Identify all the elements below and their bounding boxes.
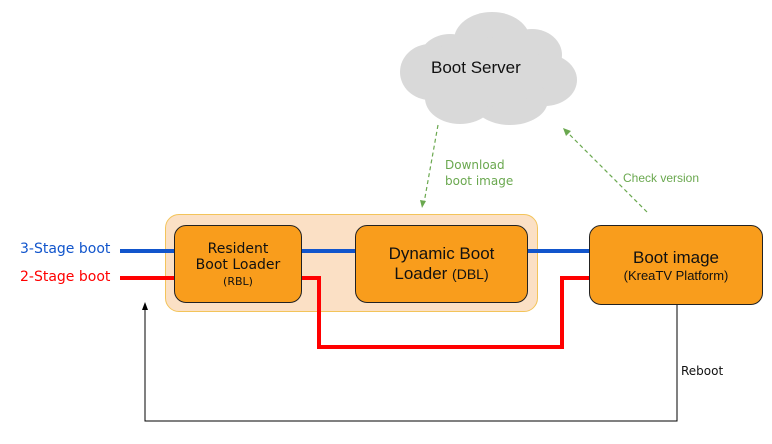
three-stage-label: 3-Stage boot <box>20 241 111 257</box>
dbl-box: Dynamic Boot Loader (DBL) <box>355 225 528 303</box>
dbl-line2-text: Loader <box>394 264 448 283</box>
rbl-box: Resident Boot Loader (RBL) <box>174 225 302 303</box>
rbl-line1: Resident <box>207 240 269 257</box>
check-version-arrow <box>567 132 648 213</box>
cloud-shape <box>400 12 577 125</box>
dbl-line1: Dynamic Boot <box>388 244 495 263</box>
reboot-arrowhead <box>142 302 148 310</box>
download-arrowhead <box>420 200 426 208</box>
boot-image-box: Boot image (KreaTV Platform) <box>589 225 763 305</box>
reboot-label: Reboot <box>681 364 724 378</box>
download-line1: Download <box>445 158 505 172</box>
two-stage-bypass-path <box>301 276 590 349</box>
boot-server-label: Boot Server <box>431 58 521 77</box>
rbl-line2: Boot Loader <box>195 256 281 273</box>
check-version-label: Check version <box>623 171 700 185</box>
two-stage-label: 2-Stage boot <box>20 269 111 285</box>
boot-image-line1: Boot image <box>633 247 719 267</box>
download-line2: boot image <box>445 174 514 188</box>
dbl-abbr: (DBL) <box>452 266 489 282</box>
download-label: Download boot image <box>445 157 513 189</box>
reboot-path <box>144 304 678 422</box>
dbl-line2: Loader (DBL) <box>394 264 488 284</box>
check-version-arrowhead <box>563 128 571 136</box>
boot-image-line2: (KreaTV Platform) <box>623 267 729 283</box>
download-arrow <box>423 124 439 204</box>
rbl-line3: (RBL) <box>223 274 253 288</box>
